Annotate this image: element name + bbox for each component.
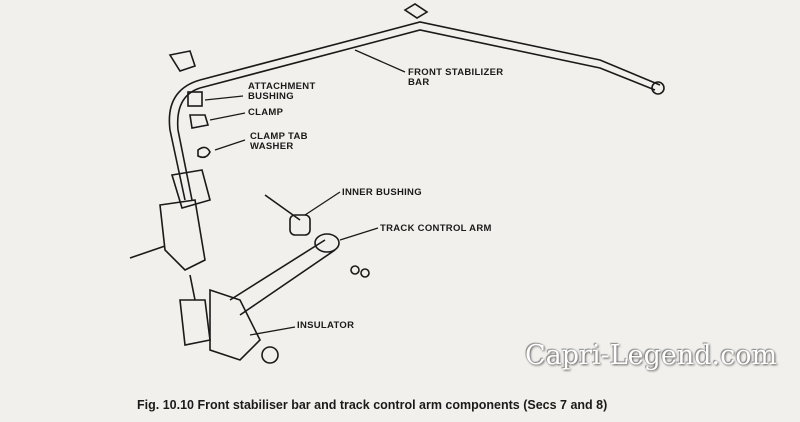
track-control-arm: [179, 194, 370, 364]
label-inner-bushing: INNER BUSHING: [342, 187, 422, 198]
spindle: [129, 169, 211, 271]
figure-caption: Fig. 10.10 Front stabiliser bar and trac…: [137, 398, 608, 412]
label-attachment-bushing: ATTACHMENT BUSHING: [248, 81, 316, 102]
bushing-clamp-parts: [187, 91, 211, 159]
label-track-control-arm: TRACK CONTROL ARM: [380, 223, 492, 234]
label-clamp: CLAMP: [248, 107, 284, 118]
leader-arrows: [204, 49, 406, 336]
label-insulator: INSULATOR: [297, 320, 355, 331]
watermark: Capri-Legend.com: [525, 340, 778, 371]
label-front-stabilizer-bar: FRONT STABILIZER BAR: [408, 67, 504, 88]
stabilizer-bar: [168, 3, 665, 201]
label-clamp-tab-washer: CLAMP TAB WASHER: [250, 131, 308, 152]
